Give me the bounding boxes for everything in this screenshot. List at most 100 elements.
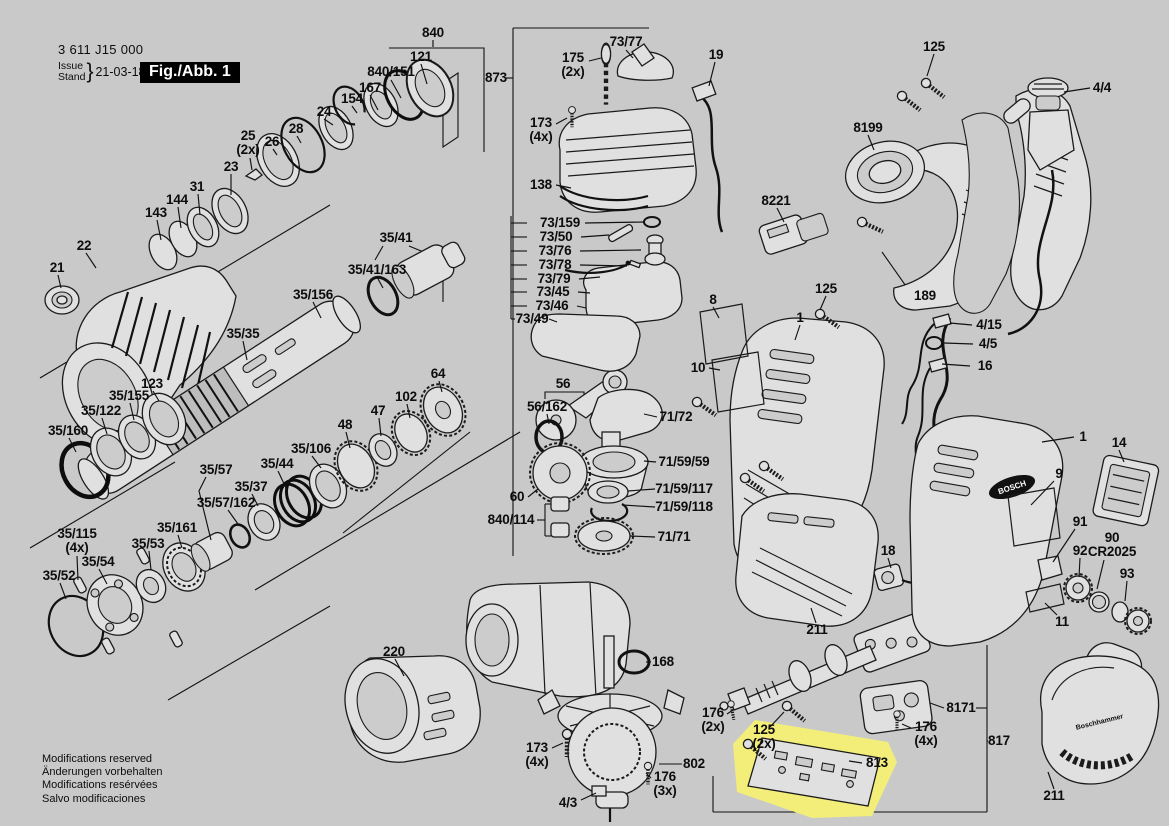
issue-stand-row: Issue Stand } 21-03-18 bbox=[58, 60, 146, 84]
motor-armature-drawing bbox=[537, 635, 685, 822]
leader-line-90 bbox=[1096, 559, 1105, 590]
leader-line-35-44 bbox=[277, 470, 287, 489]
leader-line-92 bbox=[1078, 557, 1081, 578]
leader-line-35-115 bbox=[76, 555, 79, 581]
leader-line-25 bbox=[249, 157, 253, 171]
leader-line-176-4x bbox=[901, 723, 912, 729]
leader-line-4-15 bbox=[949, 322, 973, 326]
leader-line-138 bbox=[555, 184, 572, 189]
leader-line-35-52 bbox=[59, 582, 67, 600]
leader-line-35-57 bbox=[198, 476, 212, 541]
leader-line-123 bbox=[152, 390, 160, 402]
leader-line-14 bbox=[1118, 449, 1125, 463]
leader-line-176-3x bbox=[645, 772, 652, 779]
leader-line-10 bbox=[708, 367, 721, 371]
leader-line-211-bot bbox=[1047, 771, 1055, 790]
hub-bearing-chain-drawing bbox=[47, 542, 206, 658]
leader-line-154 bbox=[351, 105, 358, 114]
modifications-line-en: Modifications reserved bbox=[42, 753, 153, 765]
brace-glyph: } bbox=[86, 60, 94, 83]
modifications-line-fr: Modifications resérvées bbox=[42, 779, 158, 792]
leader-line-173-top bbox=[555, 117, 568, 125]
leader-line-73-49 bbox=[548, 318, 558, 323]
leader-line-35-54 bbox=[98, 568, 108, 585]
leader-line-35-41-163 bbox=[376, 276, 384, 289]
leader-line-73-78 bbox=[579, 264, 628, 267]
leader-line-840-151 bbox=[390, 79, 402, 99]
leader-line-125-mid bbox=[819, 295, 827, 311]
modifications-line-de: Änderungen vorbehalten bbox=[42, 766, 163, 779]
gear-housing-drawing bbox=[465, 581, 651, 698]
lock-on-switch-drawing bbox=[1003, 77, 1075, 171]
leader-line-35-156 bbox=[312, 301, 322, 319]
leader-line-71-59-118 bbox=[621, 504, 656, 508]
leader-line-4-3 bbox=[580, 792, 597, 801]
leader-line-125-2x bbox=[769, 711, 785, 728]
issue-label: Issue bbox=[58, 59, 84, 72]
leader-line-102 bbox=[406, 403, 411, 419]
document-number: 3 611 J15 000 bbox=[58, 42, 144, 57]
leader-line-35-106 bbox=[311, 455, 322, 469]
leader-line-4-4 bbox=[1063, 87, 1091, 93]
modifications-line-es: Salvo modificaciones bbox=[42, 792, 146, 805]
leader-line-48 bbox=[345, 431, 351, 449]
issue-date: 21-03-18 bbox=[95, 65, 146, 79]
seal-ring-chain-drawing bbox=[59, 392, 187, 500]
title-block: 3 611 J15 000 Issue Stand } 21-03-18 bbox=[58, 42, 146, 84]
leader-line-143 bbox=[156, 219, 162, 241]
leader-line-73-46 bbox=[576, 305, 587, 309]
leader-line-73-50 bbox=[580, 234, 610, 238]
clutch-gear-chain-drawing bbox=[190, 383, 467, 572]
leader-line-220 bbox=[394, 658, 405, 677]
leader-line-175 bbox=[588, 57, 602, 62]
leader-line-9 bbox=[1030, 480, 1055, 506]
leader-line-1-right bbox=[1041, 436, 1075, 443]
leader-line-73-159 bbox=[584, 221, 645, 224]
leader-line-35-37 bbox=[251, 493, 259, 507]
rear-handle-drawing bbox=[758, 77, 1092, 471]
leader-line-93 bbox=[1124, 580, 1128, 602]
leader-line-22 bbox=[85, 252, 97, 269]
leader-line-167 bbox=[369, 94, 379, 111]
leader-line-28 bbox=[296, 135, 302, 144]
leader-line-19 bbox=[708, 61, 716, 87]
leader-line-47 bbox=[378, 417, 382, 437]
leader-line-18 bbox=[887, 557, 892, 569]
leader-line-8 bbox=[712, 306, 720, 319]
leader-line-73-76 bbox=[579, 249, 642, 252]
leader-line-71-59-59 bbox=[643, 460, 657, 463]
leader-line-35-160 bbox=[68, 437, 77, 453]
stand-label: Stand bbox=[58, 71, 86, 83]
crank-piston-drawing bbox=[529, 369, 663, 555]
leader-line-211-mid bbox=[810, 607, 817, 624]
leader-line-16 bbox=[941, 363, 971, 367]
leader-line-71-59-117 bbox=[627, 488, 656, 492]
leader-line-35-57-162 bbox=[227, 509, 239, 525]
leader-line-71-72 bbox=[643, 413, 658, 418]
leader-line-31 bbox=[197, 193, 201, 216]
top-housing-drawing bbox=[530, 44, 724, 372]
leader-lines-layer bbox=[57, 40, 1128, 801]
leader-line-813 bbox=[848, 760, 863, 764]
leader-line-35-155 bbox=[129, 402, 135, 421]
leader-line-125-top bbox=[926, 53, 935, 77]
leader-line-173-bot bbox=[551, 742, 564, 749]
leader-line-35-35 bbox=[242, 340, 248, 361]
leader-line-35-122 bbox=[101, 417, 108, 435]
leader-line-56-162 bbox=[546, 413, 550, 425]
leader-line-73-45 bbox=[577, 291, 591, 294]
leader-line-64 bbox=[438, 380, 443, 393]
lower-assembly-drawing bbox=[562, 493, 943, 818]
figure-label: Fig./Abb. 1 bbox=[140, 62, 240, 83]
main-housing-right-drawing: BOSCH Boschhammer bbox=[909, 415, 1160, 785]
leader-line-73-77 bbox=[625, 49, 634, 59]
leader-line-35-53 bbox=[148, 550, 152, 571]
leader-line-1-left bbox=[794, 324, 801, 341]
leader-line-11 bbox=[1044, 602, 1058, 616]
leader-line-121 bbox=[420, 63, 428, 85]
modifications-note: Modifications reserved Änderungen vorbeh… bbox=[42, 753, 162, 806]
leader-line-8199 bbox=[867, 134, 875, 151]
leader-line-144 bbox=[177, 206, 182, 229]
leader-line-24 bbox=[323, 118, 334, 126]
